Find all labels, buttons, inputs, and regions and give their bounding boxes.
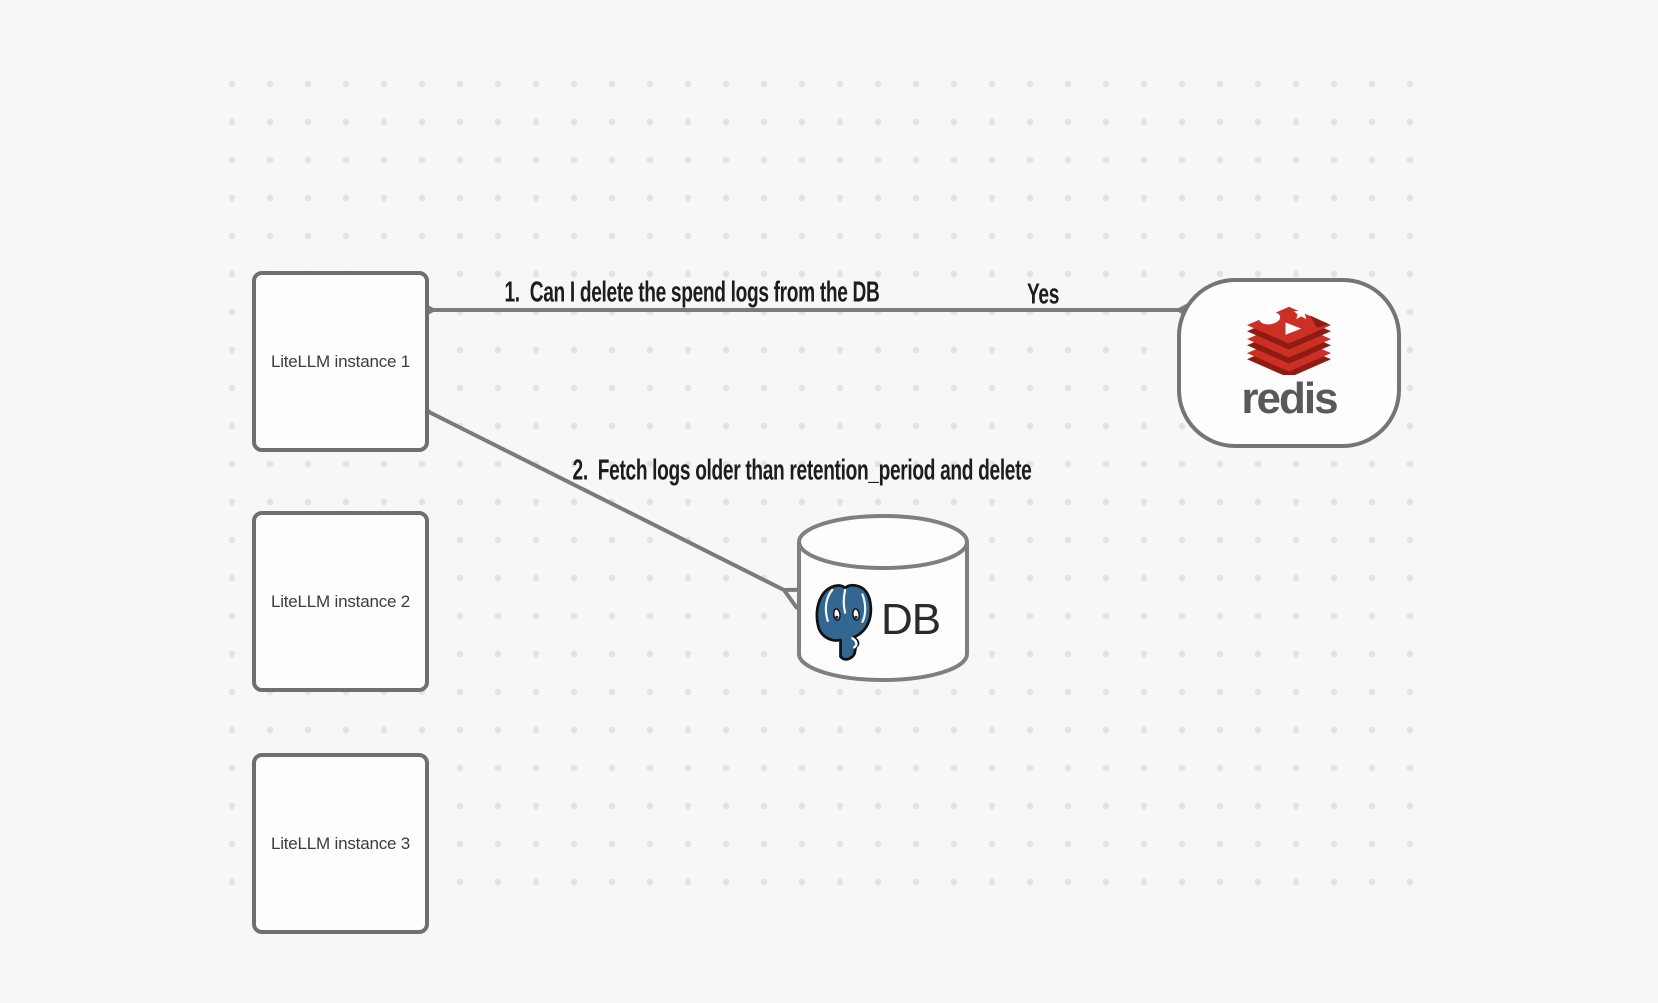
- node-redis[interactable]: redis: [1177, 278, 1401, 448]
- node-label: LiteLLM instance 3: [270, 833, 411, 853]
- arrow2-label: 2. Fetch logs older than retention_perio…: [572, 454, 1032, 487]
- arrow1-response-label: Yes: [1026, 278, 1060, 311]
- node-label: LiteLLM instance 1: [270, 351, 411, 371]
- node-litellm-instance-3[interactable]: LiteLLM instance 3: [252, 753, 429, 934]
- postgresql-icon: [815, 583, 873, 661]
- node-label: LiteLLM instance 2: [270, 591, 411, 611]
- redis-wordmark-label: redis: [1241, 374, 1338, 423]
- database-content: DB: [809, 578, 969, 662]
- node-litellm-instance-2[interactable]: LiteLLM instance 2: [252, 511, 429, 692]
- node-litellm-instance-1[interactable]: LiteLLM instance 1: [252, 271, 429, 452]
- arrow1-label: 1. Can I delete the spend logs from the …: [504, 276, 880, 309]
- redis-icon: [1247, 305, 1331, 375]
- database-label: DB: [881, 595, 941, 644]
- arrow-fetch-delete-logs[interactable]: [405, 392, 808, 610]
